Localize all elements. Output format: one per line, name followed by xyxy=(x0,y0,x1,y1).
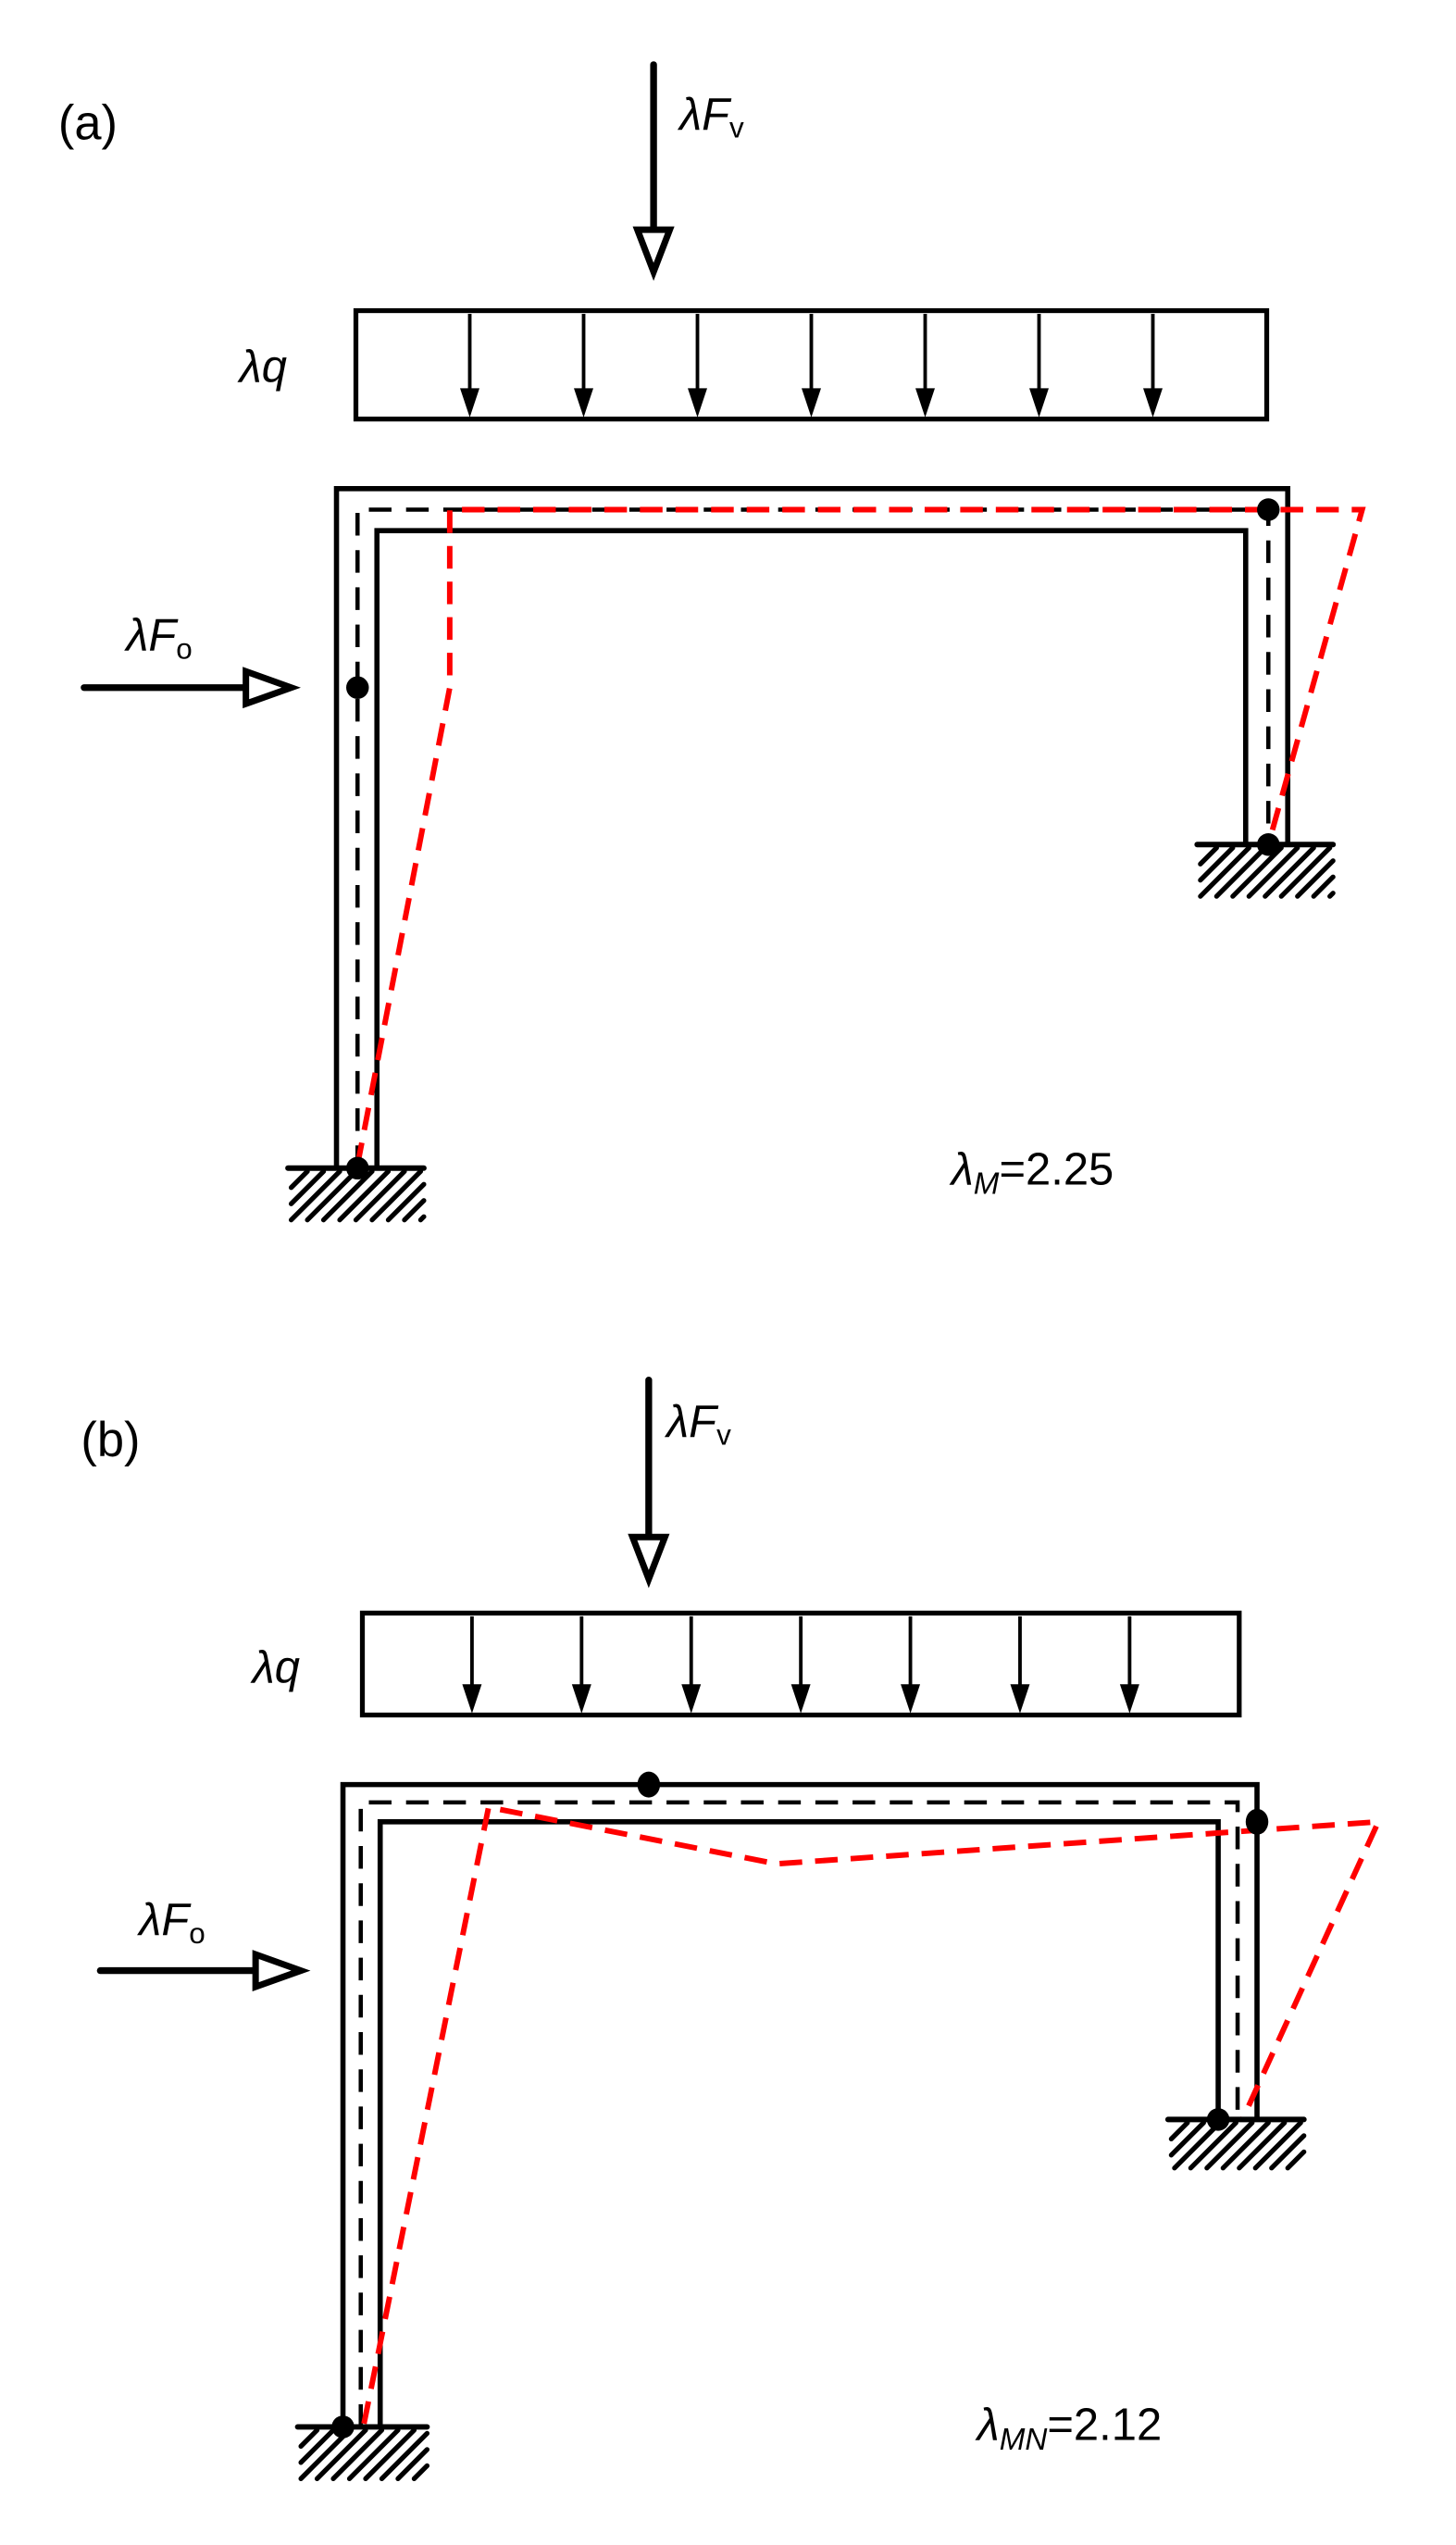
plastic-hinge-icon xyxy=(1245,1808,1269,1835)
load-arrowhead-icon xyxy=(1143,388,1163,418)
hatch-line xyxy=(1246,845,1300,899)
hatch-line xyxy=(330,2427,385,2481)
vertical-force-arrow-a xyxy=(632,61,675,281)
distributed-load-label-a: λq xyxy=(237,342,287,392)
load-arrowhead-icon xyxy=(681,1684,702,1714)
hatch-line xyxy=(353,1168,407,1223)
frame-inner-edge-b xyxy=(377,1819,1221,2427)
distributed-load-arrows-b xyxy=(462,1616,1139,1714)
hatch-line xyxy=(1168,2120,1206,2158)
load-arrowhead-icon xyxy=(802,388,821,418)
hatch-line xyxy=(298,2427,320,2450)
hatch-line xyxy=(1198,845,1251,899)
hatch-line xyxy=(1311,874,1336,899)
hatch-line xyxy=(417,1214,427,1223)
hatch-line xyxy=(1204,2120,1255,2171)
hollow-arrowhead-icon xyxy=(628,1533,670,1589)
load-arrowhead-icon xyxy=(462,1684,482,1714)
load-arrowhead-icon xyxy=(574,388,593,418)
fixed-support-left-a xyxy=(285,1165,427,1223)
vertical-force-label-b: λFv xyxy=(664,1397,731,1452)
fixed-support-right-a xyxy=(1194,842,1337,899)
hatch-line xyxy=(1188,2120,1238,2171)
hatch-line xyxy=(1263,845,1316,899)
fixed-support-left-b xyxy=(294,2424,430,2481)
load-arrowhead-icon xyxy=(790,1684,811,1714)
hatch-line xyxy=(1252,2120,1303,2171)
hatch-line xyxy=(288,1168,342,1223)
ground-hatch-icon xyxy=(288,1168,427,1223)
hatch-line xyxy=(1172,2120,1223,2171)
hatch-line xyxy=(411,2463,430,2481)
panel-a: (a) λFv λq λFo xyxy=(58,61,1366,1223)
frame-outer-edge-a xyxy=(333,485,1291,1168)
hatch-line xyxy=(1327,891,1336,899)
frame-centerline-a xyxy=(355,507,1271,1168)
hatch-line xyxy=(298,2427,336,2465)
frame-outer-edge-b xyxy=(340,1781,1260,2427)
hatch-line xyxy=(363,2427,417,2481)
hatch-line xyxy=(305,1168,359,1223)
hatch-line xyxy=(1295,858,1336,899)
hatch-line xyxy=(298,2427,353,2481)
hatch-line xyxy=(1213,845,1268,899)
frame-inner-edge-a xyxy=(374,528,1249,1168)
panel-a-label: (a) xyxy=(58,96,118,150)
hatch-line xyxy=(385,1181,427,1223)
hatch-line xyxy=(346,2427,401,2481)
plastic-hinge-icon xyxy=(637,1771,661,1798)
load-arrowhead-icon xyxy=(571,1684,591,1714)
hatch-line xyxy=(1168,2120,1190,2141)
load-arrowhead-icon xyxy=(1010,1684,1030,1714)
distributed-load-box-a xyxy=(353,307,1270,422)
hatch-line xyxy=(1220,2120,1271,2171)
panel-b: (b) λFv λq λFo λMN=2.12 xyxy=(81,1377,1383,2481)
load-arrowhead-icon xyxy=(915,388,935,418)
collapse-mechanism-a xyxy=(355,506,1366,1166)
plastic-hinge-icon xyxy=(1257,498,1280,521)
distributed-load-label-b: λq xyxy=(250,1643,300,1693)
load-arrowhead-icon xyxy=(901,1684,921,1714)
hatch-line xyxy=(288,1168,310,1191)
hatch-line xyxy=(379,2430,430,2481)
hatch-line xyxy=(1237,2120,1288,2171)
hollow-arrowhead-icon xyxy=(243,667,301,709)
distributed-load-arrows-a xyxy=(460,314,1163,418)
hatch-line xyxy=(395,2447,430,2481)
ground-hatch-icon xyxy=(1168,2120,1307,2171)
distributed-load-box-b xyxy=(359,1610,1242,1718)
fixed-support-right-b xyxy=(1164,2116,1307,2171)
hatch-line xyxy=(1269,2133,1307,2171)
horizontal-force-label-b: λFo xyxy=(136,1895,205,1950)
load-arrowhead-icon xyxy=(1029,388,1049,418)
load-arrowhead-icon xyxy=(460,388,479,418)
hatch-line xyxy=(1198,845,1219,867)
frame-centerline-b xyxy=(358,1800,1240,2427)
ground-hatch-icon xyxy=(298,2427,430,2481)
hatch-line xyxy=(1198,845,1236,883)
vertical-force-label-a: λFv xyxy=(677,90,744,144)
hollow-arrowhead-icon xyxy=(252,1950,311,1992)
hatch-line xyxy=(337,1168,392,1223)
horizontal-force-label-a: λFo xyxy=(123,611,192,666)
hatch-line xyxy=(320,1168,375,1223)
horizontal-force-arrow-a xyxy=(81,667,301,709)
hatch-line xyxy=(1285,2149,1307,2171)
ground-hatch-icon xyxy=(1198,845,1336,899)
load-factor-result-b: λMN=2.12 xyxy=(975,2400,1163,2456)
hatch-line xyxy=(288,1168,327,1206)
load-arrowhead-icon xyxy=(1119,1684,1139,1714)
hatch-line xyxy=(369,1168,424,1223)
plastic-hinge-icon xyxy=(346,676,369,699)
hatch-line xyxy=(1278,845,1333,899)
load-arrowhead-icon xyxy=(688,388,707,418)
hatch-line xyxy=(314,2427,368,2481)
vertical-force-arrow-b xyxy=(628,1377,670,1589)
load-factor-result-a: λM=2.25 xyxy=(949,1144,1114,1201)
hatch-line xyxy=(402,1198,427,1223)
hollow-arrowhead-icon xyxy=(632,226,675,281)
panel-b-label: (b) xyxy=(81,1414,140,1467)
hatch-line xyxy=(1230,845,1284,899)
horizontal-force-arrow-b xyxy=(96,1950,311,1992)
